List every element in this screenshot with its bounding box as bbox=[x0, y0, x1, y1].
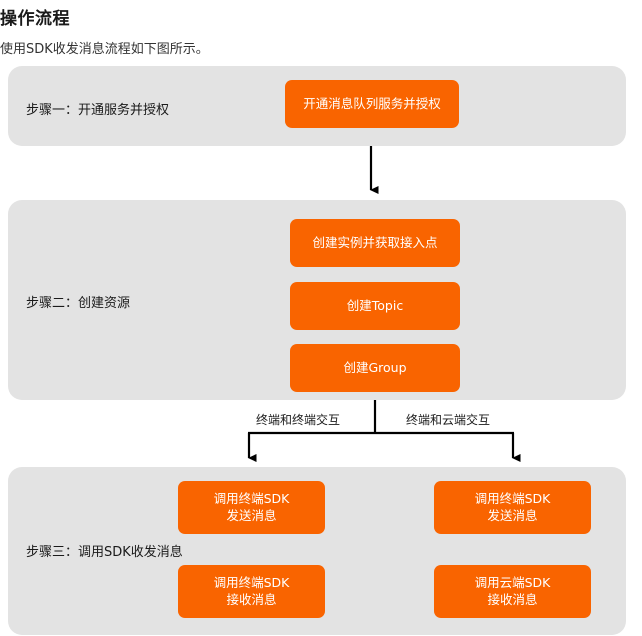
node-cloud-sdk-receive[interactable]: 调用云端SDK 接收消息 bbox=[434, 565, 591, 618]
branch-label-device-to-device: 终端和终端交互 bbox=[256, 413, 341, 427]
page-subtitle: 使用SDK收发消息流程如下图所示。 bbox=[0, 42, 209, 57]
node-device-sdk-send-cloud-line2: 发送消息 bbox=[487, 507, 538, 523]
node-create-instance-line1: 创建实例并获取接入点 bbox=[312, 234, 438, 250]
step-panel-1: 步骤一：开通服务并授权 开通消息队列服务并授权 bbox=[8, 66, 626, 146]
node-device-sdk-send-line1: 调用终端SDK bbox=[213, 490, 290, 506]
node-device-sdk-send-cloud-line1: 调用终端SDK bbox=[474, 490, 551, 506]
node-create-group[interactable]: 创建Group bbox=[290, 344, 460, 392]
node-cloud-sdk-receive-line2: 接收消息 bbox=[487, 591, 538, 607]
step-panel-2: 步骤二：创建资源 创建实例并获取接入点 创建Topic 创建Group bbox=[8, 200, 626, 400]
node-device-sdk-receive-line1: 调用终端SDK bbox=[213, 574, 290, 590]
step-1-label: 步骤一：开通服务并授权 bbox=[26, 103, 170, 118]
node-device-sdk-receive[interactable]: 调用终端SDK 接收消息 bbox=[178, 565, 325, 618]
node-open-service-line1: 开通消息队列服务并授权 bbox=[303, 95, 441, 111]
node-device-sdk-receive-line2: 接收消息 bbox=[226, 591, 277, 607]
page-title: 操作流程 bbox=[0, 9, 70, 29]
node-create-topic-line1: 创建Topic bbox=[346, 297, 404, 313]
node-device-sdk-send-line2: 发送消息 bbox=[226, 507, 277, 523]
node-open-service[interactable]: 开通消息队列服务并授权 bbox=[285, 80, 459, 128]
node-create-topic[interactable]: 创建Topic bbox=[290, 282, 460, 330]
node-device-sdk-send[interactable]: 调用终端SDK 发送消息 bbox=[178, 481, 325, 534]
branch-label-device-to-cloud: 终端和云端交互 bbox=[406, 413, 491, 427]
node-create-instance[interactable]: 创建实例并获取接入点 bbox=[290, 219, 460, 267]
step-3-label: 步骤三：调用SDK收发消息 bbox=[26, 545, 183, 560]
step-panel-3: 步骤三：调用SDK收发消息 调用终端SDK 发送消息 调用终端SDK 接收消息 … bbox=[8, 467, 626, 635]
node-cloud-sdk-receive-line1: 调用云端SDK bbox=[474, 574, 551, 590]
step-2-label: 步骤二：创建资源 bbox=[26, 296, 131, 311]
node-device-sdk-send-cloud[interactable]: 调用终端SDK 发送消息 bbox=[434, 481, 591, 534]
node-create-group-line1: 创建Group bbox=[343, 359, 407, 375]
